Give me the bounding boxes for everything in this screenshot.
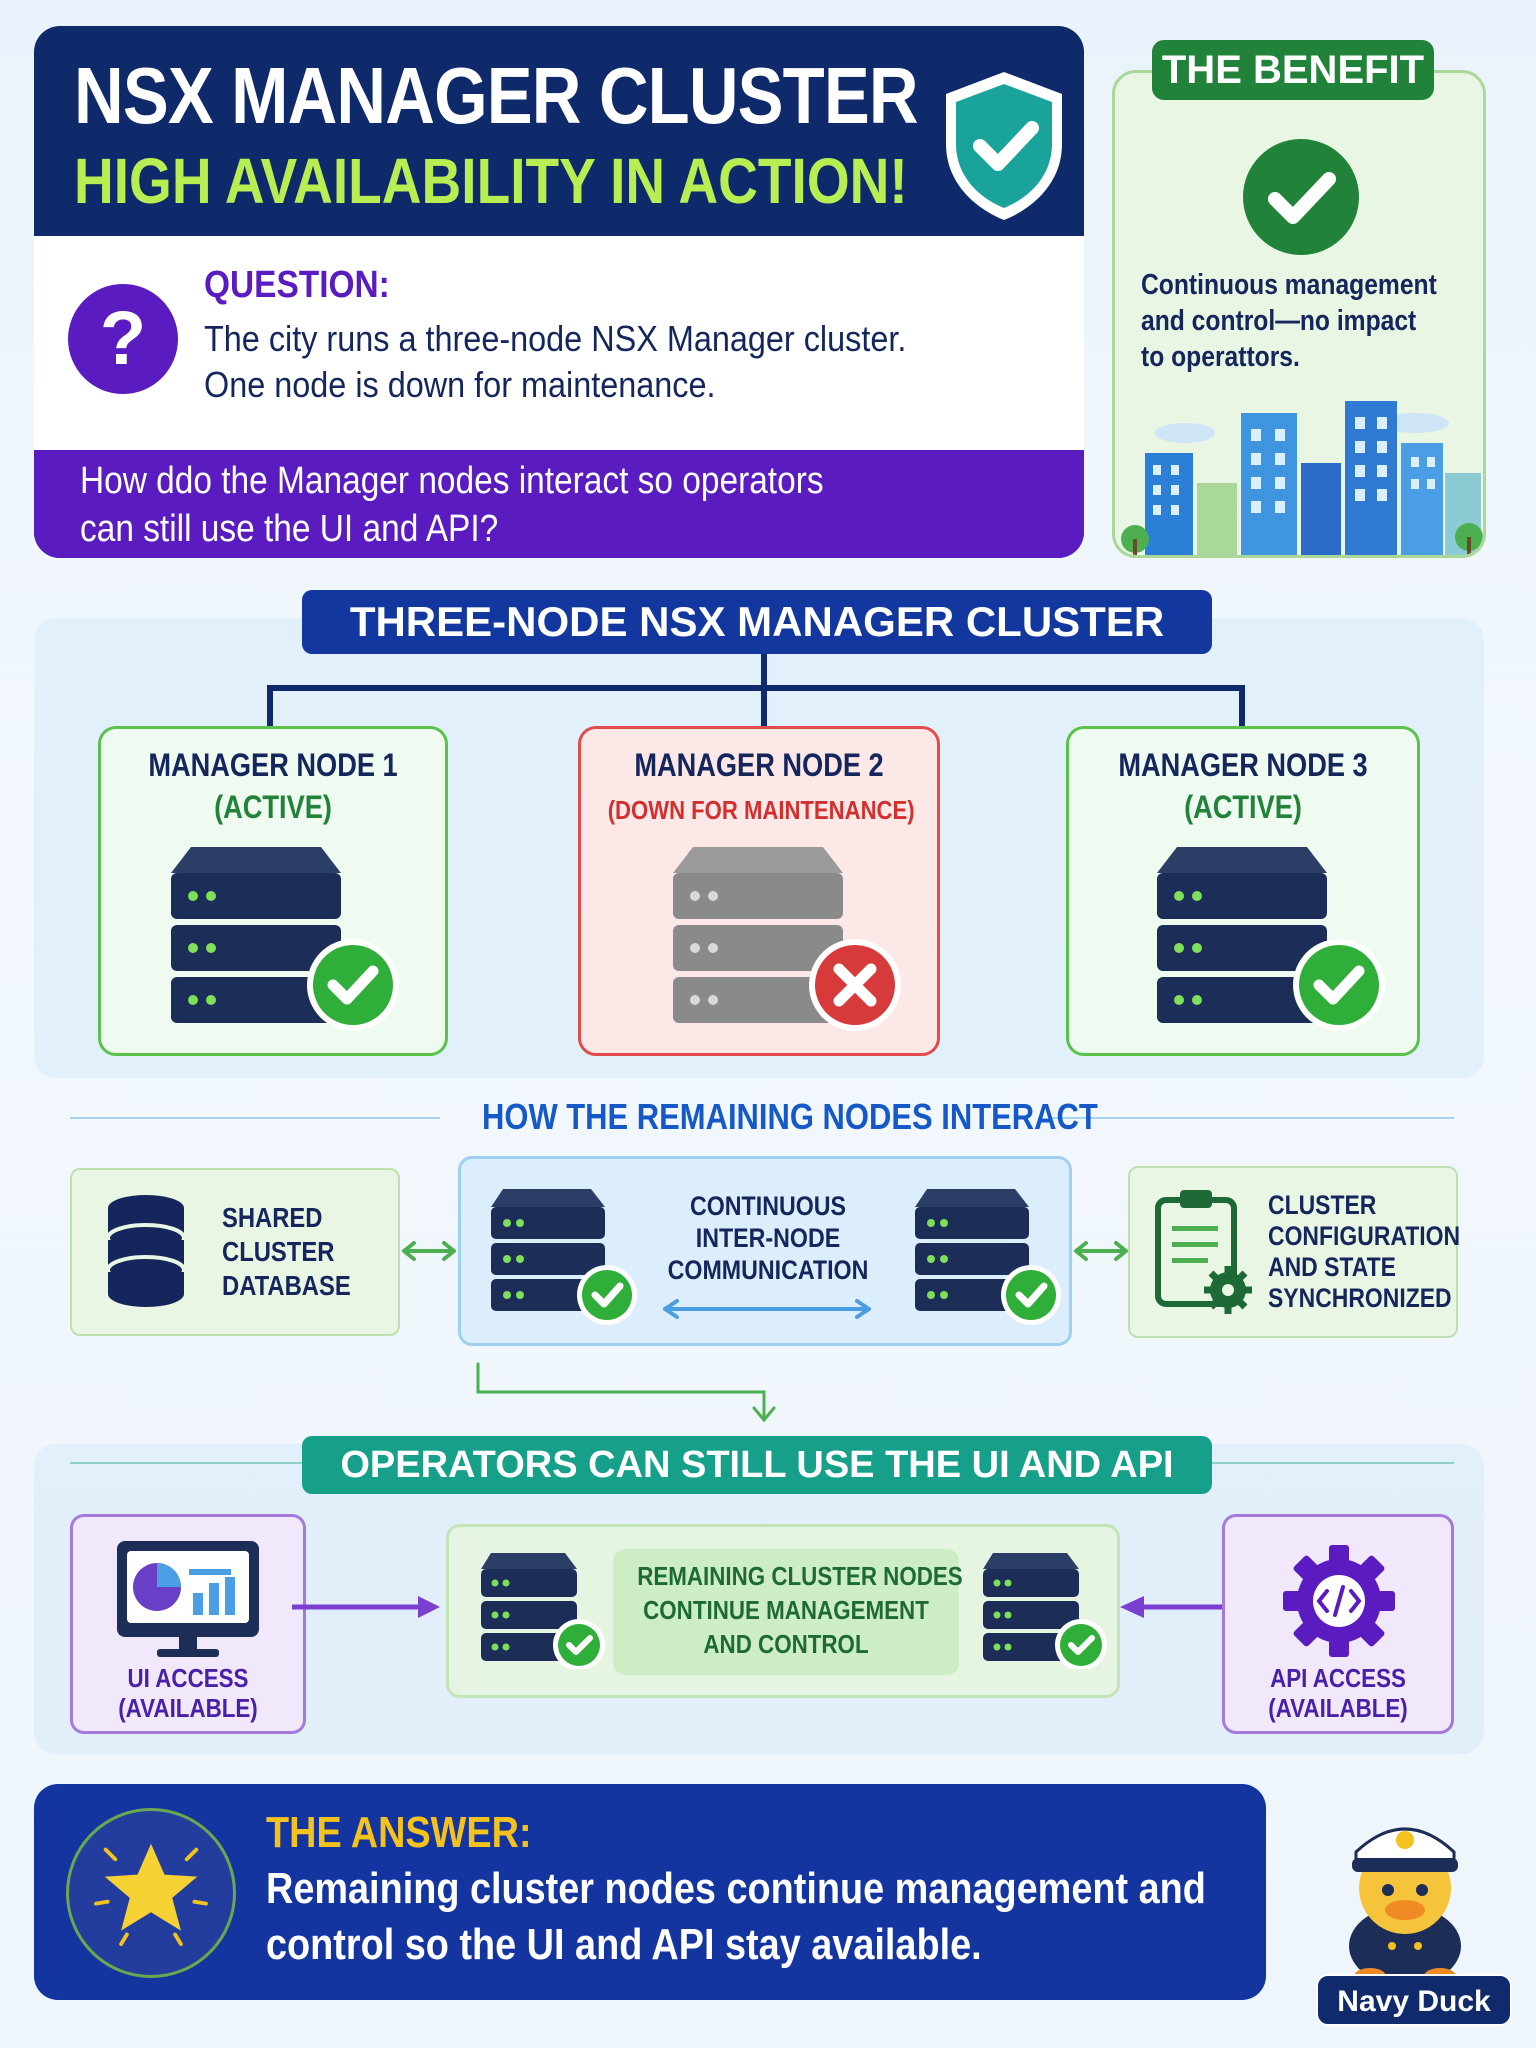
remaining-nodes-card: REMAINING CLUSTER NODES CONTINUE MANAGEM… (446, 1524, 1120, 1698)
interaction-section-title: HOW THE REMAINING NODES INTERACT (482, 1096, 1098, 1137)
api-access-card: API ACCESS (AVAILABLE) (1222, 1514, 1454, 1734)
page-subtitle: HIGH AVAILABILITY IN ACTION! (74, 145, 908, 217)
node-status: (ACTIVE) (214, 789, 332, 825)
answer-line-2: control so the UI and API stay available… (266, 1920, 982, 1969)
clipboard-gear-icon (1155, 1190, 1252, 1314)
page-title: NSX MANAGER CLUSTER (74, 51, 919, 140)
monitor-dashboard-icon (117, 1541, 259, 1657)
question-icon: ? (68, 284, 178, 394)
divider-left (70, 1117, 440, 1119)
check-circle-icon (1243, 139, 1359, 255)
ui-access-status: (AVAILABLE) (118, 1693, 258, 1723)
server-offline-icon (673, 847, 901, 1031)
cluster-config-card: CLUSTER CONFIGURATION AND STATE SYNCHRON… (1128, 1166, 1461, 1338)
communication-label-line: INTER-NODE (695, 1223, 841, 1253)
question-band: How ddo the Manager nodes interact so op… (34, 450, 1084, 558)
server-icon (171, 847, 399, 1031)
benefit-tag: THE BENEFIT (1152, 40, 1434, 100)
question-band-line-2: can still use the UI and API? (80, 508, 499, 550)
remaining-label-line: CONTINUE MANAGEMENT (643, 1595, 929, 1625)
node-status: (DOWN FOR MAINTENANCE) (607, 795, 915, 825)
manager-node-2-card: MANAGER NODE 2 (DOWN FOR MAINTENANCE) (578, 726, 940, 1056)
flow-connector-arrow (476, 1362, 776, 1423)
question-line-2: One node is down for maintenance. (204, 364, 716, 405)
node-title: MANAGER NODE 3 (1118, 747, 1368, 783)
divider-right (1050, 1117, 1454, 1119)
database-icon (106, 1195, 186, 1307)
manager-node-3-card: MANAGER NODE 3 (ACTIVE) (1066, 726, 1420, 1056)
communication-label-line: CONTINUOUS (689, 1191, 847, 1221)
question-box: ? QUESTION: The city runs a three-node N… (34, 236, 1084, 450)
shared-database-card: SHARED CLUSTER DATABASE (70, 1168, 400, 1336)
answer-line-1: Remaining cluster nodes continue managem… (266, 1864, 1206, 1913)
question-label: QUESTION: (204, 264, 390, 306)
config-label-line: SYNCHRONIZED (1268, 1283, 1452, 1313)
server-icon (1157, 847, 1385, 1031)
inter-node-communication-card: CONTINUOUS INTER-NODE COMMUNICATION (458, 1156, 1072, 1346)
arrow-left-icon (1120, 1596, 1238, 1618)
node-status: (ACTIVE) (1184, 789, 1302, 825)
navy-duck-mascot (1349, 1827, 1461, 1986)
double-arrow-icon (1074, 1241, 1128, 1261)
answer-panel: THE ANSWER: Remaining cluster nodes cont… (34, 1784, 1266, 2000)
node-title: MANAGER NODE 2 (634, 747, 884, 783)
api-access-label: API ACCESS (1270, 1663, 1406, 1693)
city-skyline-icon (1121, 401, 1483, 555)
ui-access-card: UI ACCESS (AVAILABLE) (70, 1514, 306, 1734)
star-badge (66, 1808, 236, 1978)
config-label-line: CONFIGURATION (1268, 1221, 1461, 1251)
answer-label: THE ANSWER: (266, 1808, 532, 1857)
api-access-status: (AVAILABLE) (1268, 1693, 1408, 1723)
remaining-nodes-label-box: REMAINING CLUSTER NODES CONTINUE MANAGEM… (613, 1549, 963, 1675)
database-label-line: CLUSTER (222, 1236, 335, 1267)
benefit-panel: Continuous management and control—no imp… (1112, 70, 1486, 558)
api-gear-icon (1283, 1545, 1395, 1657)
server-icon (915, 1189, 1061, 1325)
benefit-line-1: Continuous management (1141, 269, 1437, 301)
remaining-label-line: AND CONTROL (703, 1629, 869, 1659)
cluster-connector-lines (267, 654, 1245, 728)
star-icon (94, 1843, 208, 1947)
manager-node-1-card: MANAGER NODE 1 (ACTIVE) (98, 726, 448, 1056)
question-line-1: The city runs a three-node NSX Manager c… (204, 318, 907, 359)
operators-title-bar: OPERATORS CAN STILL USE THE UI AND API (302, 1436, 1212, 1494)
server-icon (983, 1553, 1107, 1669)
arrow-right-icon (292, 1596, 440, 1618)
mascot-name-tag: Navy Duck (1316, 1974, 1512, 2026)
config-label-line: CLUSTER (1268, 1190, 1377, 1220)
server-icon (491, 1189, 637, 1325)
question-band-line-1: How ddo the Manager nodes interact so op… (80, 460, 824, 502)
benefit-line-3: to operattors. (1141, 341, 1300, 373)
ui-access-label: UI ACCESS (127, 1663, 249, 1693)
config-label-line: AND STATE (1268, 1252, 1396, 1282)
cluster-title-bar: THREE-NODE NSX MANAGER CLUSTER (302, 590, 1212, 654)
benefit-line-2: and control—no impact (1141, 305, 1417, 337)
double-arrow-icon (402, 1241, 456, 1261)
database-label-line: DATABASE (222, 1270, 351, 1301)
communication-label-line: COMMUNICATION (667, 1255, 869, 1285)
remaining-label-line: REMAINING CLUSTER NODES (637, 1561, 963, 1591)
bidirectional-arrow-icon (663, 1299, 871, 1319)
database-label-line: SHARED (222, 1202, 323, 1233)
shield-check-icon (946, 72, 1062, 220)
node-title: MANAGER NODE 1 (148, 747, 398, 783)
server-icon (481, 1553, 605, 1669)
header-panel: NSX MANAGER CLUSTER HIGH AVAILABILITY IN… (34, 26, 1084, 558)
